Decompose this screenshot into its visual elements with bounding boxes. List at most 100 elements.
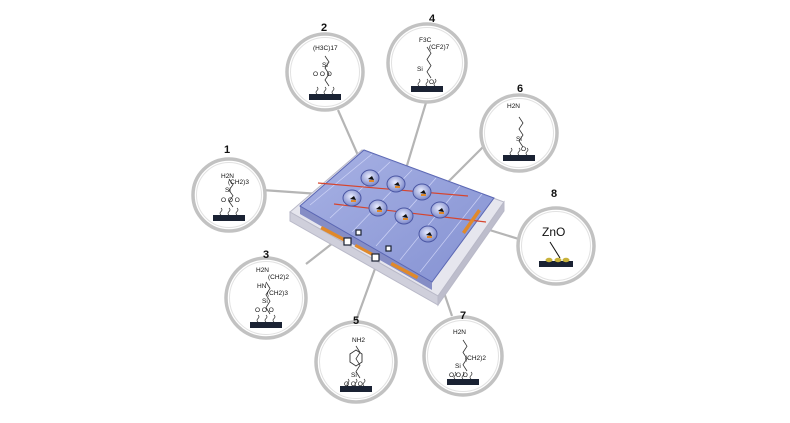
sensor-well [418,225,438,243]
callout-ring [479,93,559,173]
surface-bond [425,78,429,87]
sensor-well [368,199,388,217]
sensor-well [386,175,406,193]
chip-contact-pads [320,209,481,280]
sensor-well [394,207,414,225]
molecule-chain [228,178,234,208]
chem-label: HN [257,283,267,290]
chem-label: H2N [221,173,234,180]
surface-bond [453,371,457,380]
callout-ring [314,320,398,404]
chem-label: O O O [344,381,363,388]
microfluidic-chip [289,149,505,307]
chem-label: Si [322,62,328,69]
sensor-well [412,183,432,201]
chem-label: (H3C)17 [313,45,338,52]
chem-label: O O O [221,197,240,204]
chem-label: F3C [419,37,432,44]
surface-bond [346,378,350,387]
chem-label: NH2 [352,337,365,344]
surface-bond [509,147,513,156]
sensor-well [360,169,380,187]
surface-bond [417,78,421,87]
chem-label: O O O [313,71,332,78]
callout-number: 6 [517,83,523,95]
sensor-wells [342,169,450,243]
surface-bond [219,207,223,216]
chem-label: (CH2)2 [465,355,486,362]
surface-bond [315,86,319,95]
molecule-chain [426,46,432,79]
surface-bond [461,371,465,380]
surface-bond [227,207,231,216]
chem-label: (CH2)3 [228,179,249,186]
callout-ring [224,256,308,340]
zno-bond [549,241,561,259]
callout-ring [422,315,504,397]
callout-ring [516,206,596,286]
chem-label: Si [516,136,522,143]
callout-number: 5 [353,315,359,327]
chem-label: H2N [507,103,520,110]
molecule-chain [355,345,361,379]
surface-bond [469,371,473,380]
chem-label: (CH2)2 [268,274,289,281]
callout-number: 8 [551,188,557,200]
molecule-chain [462,339,468,372]
surface-bond [331,86,335,95]
zno-particle [554,257,562,263]
surface-bond [235,207,239,216]
sensor-well [342,189,362,207]
zno-particle [545,257,553,263]
chem-label: ZnO [542,225,565,239]
surface-bond [264,314,268,323]
zno-particle [562,257,570,263]
chem-label: O [429,79,434,86]
benzene-ring [349,349,363,367]
molecule-chain [518,116,524,148]
surface-bond [433,78,437,87]
chem-label: H2N [256,267,269,274]
chem-label: O O O [255,307,274,314]
callout-number: 7 [460,310,466,322]
substrate-bar [447,379,479,385]
chem-label: Si [351,372,357,379]
chem-label: Si [417,66,423,73]
substrate-bar [309,94,341,100]
molecule-chain [324,55,330,87]
callout-number: 3 [263,249,269,261]
callout-ring [191,157,267,233]
chem-label: Si [455,363,461,370]
substrate-bar [250,322,282,328]
surface-bond [323,86,327,95]
surface-bond [362,378,366,387]
callout-number: 2 [321,22,327,34]
sensor-well [430,201,450,219]
callout-number: 1 [224,144,230,156]
chem-label: O O O [449,372,468,379]
surface-bond [517,147,521,156]
callout-number: 4 [429,13,436,25]
surface-bond [256,314,260,323]
surface-bond [354,378,358,387]
molecule-chain [265,281,271,315]
substrate-bar [340,386,372,392]
surface-bond [272,314,276,323]
chem-label: H2N [453,329,466,336]
callout-ring [386,22,468,104]
substrate-bar [411,86,443,92]
substrate-bar [539,261,573,267]
substrate-bar [503,155,535,161]
chem-label: Si [262,298,268,305]
